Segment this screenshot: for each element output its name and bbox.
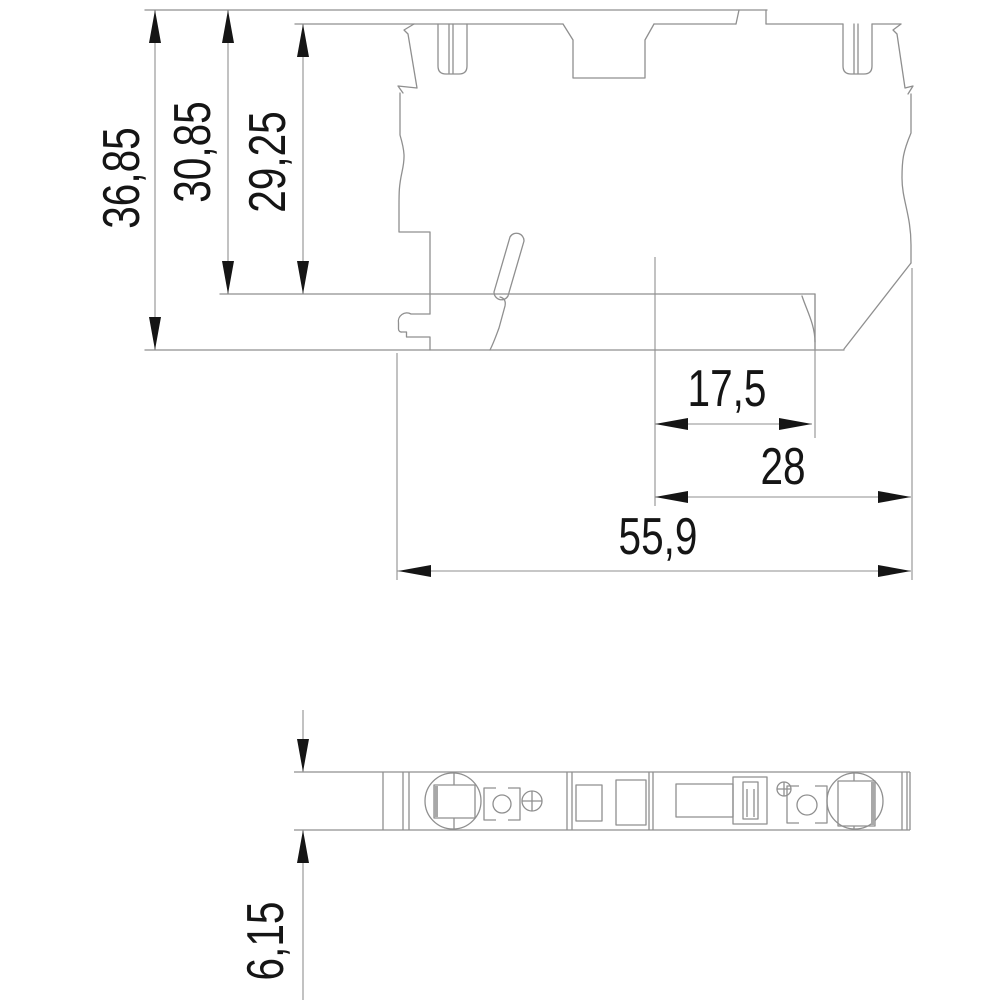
probe-slot xyxy=(493,232,525,301)
strip-separators-right xyxy=(901,772,908,830)
dim-label-housing-height: 29,25 xyxy=(239,111,297,213)
right-lever-box xyxy=(675,783,734,818)
footprint-filled-bars xyxy=(434,782,875,825)
left-spring-bracket xyxy=(483,787,521,821)
dim-label-profile-thickness: 6,15 xyxy=(237,901,295,981)
center-notch xyxy=(562,23,655,79)
dim-label-overall-width: 55,9 xyxy=(618,508,698,566)
right-funnel-slot xyxy=(842,23,873,75)
dimension-lines xyxy=(154,10,913,1000)
mid-box-a xyxy=(575,784,603,822)
left-clamp-box xyxy=(433,772,476,830)
right-edge xyxy=(901,93,912,264)
right-clamp-bar xyxy=(871,782,875,825)
left-entry-edge xyxy=(397,23,418,94)
left-funnel-slot xyxy=(437,23,468,75)
right-spring-waist xyxy=(796,794,818,816)
dim-label-foot-offset-width: 17,5 xyxy=(687,360,767,418)
mid-box-b xyxy=(615,779,647,826)
left-clamp-circle xyxy=(424,772,482,830)
side-view-profile xyxy=(144,9,914,351)
dim-label-right-section-width: 28 xyxy=(760,438,806,496)
dim-label-overall-height: 36,85 xyxy=(93,127,151,229)
footprint-view xyxy=(294,771,911,831)
left-screw-cross xyxy=(522,791,542,811)
right-rail-claw xyxy=(801,295,816,343)
top-tab xyxy=(735,9,767,25)
extension-lines xyxy=(396,257,913,580)
left-spring-waist xyxy=(492,794,512,814)
left-foot-slant xyxy=(489,296,506,351)
right-clamp-circle xyxy=(826,772,884,830)
dim-label-clearance-height: 30,85 xyxy=(164,101,222,203)
right-chamfer xyxy=(843,262,912,350)
strip-separators-mid xyxy=(566,772,573,830)
right-spring-bracket xyxy=(786,785,828,824)
strip-separators-left xyxy=(382,772,410,830)
right-entry-edge xyxy=(892,23,914,95)
left-clamp-bar xyxy=(434,786,438,817)
left-rail-claw xyxy=(397,312,431,351)
right-screw-cross xyxy=(777,782,791,796)
left-edge xyxy=(398,92,431,315)
right-plug-box xyxy=(732,776,768,825)
right-clamp-box xyxy=(837,772,876,830)
strip-outline xyxy=(294,771,911,831)
strip-separators-mid2 xyxy=(648,772,654,830)
